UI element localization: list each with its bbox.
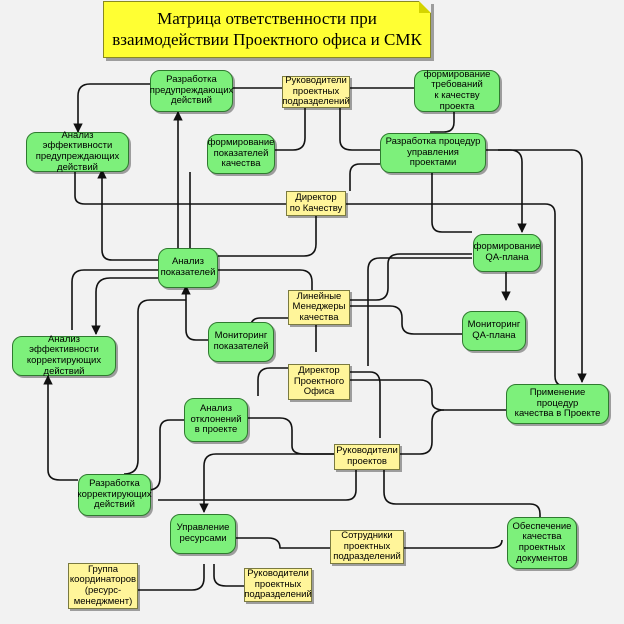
role-dept-heads-top[interactable]: Руководители проектных подразделений [282, 75, 350, 108]
connector [236, 537, 330, 549]
diagram-title-text: Матрица ответственности при взаимодейств… [112, 9, 422, 49]
role-dept-heads-bottom[interactable]: Руководители проектных подразделений [244, 568, 312, 602]
connector [367, 257, 472, 366]
connector [218, 216, 317, 257]
connector [43, 375, 78, 481]
page-fold-icon [419, 1, 431, 13]
connector [71, 269, 158, 330]
connector [498, 149, 587, 383]
connector [147, 419, 184, 491]
connector [400, 409, 445, 455]
connector [431, 172, 472, 233]
role-coordinators[interactable]: Группа координаторов (ресурс- менеджмент… [68, 563, 138, 609]
connector [136, 564, 205, 591]
connector [404, 539, 503, 549]
connector [213, 564, 244, 587]
role-po-director[interactable]: Директор Проектного Офиса [288, 364, 350, 400]
connector [383, 466, 541, 518]
connector [158, 466, 357, 501]
connector [248, 417, 334, 455]
connector [350, 305, 462, 335]
connector [97, 169, 158, 261]
connector [257, 367, 288, 396]
process-indicators-form[interactable]: формирование показателей качества [207, 134, 275, 174]
connector [218, 269, 313, 290]
connector [349, 163, 380, 191]
process-pm-proc-dev[interactable]: Разработка процедур управления проектами [380, 133, 486, 173]
process-prevent-eff[interactable]: Анализ эффективности предупреждающих дей… [26, 130, 129, 172]
process-corr-eff[interactable]: Анализ эффективности корректирующих дейс… [12, 334, 116, 376]
role-project-heads[interactable]: Руководители проектов [334, 444, 400, 470]
connector [430, 108, 455, 133]
connector [181, 285, 210, 341]
process-docs[interactable]: Обеспечение качества проектных документо… [507, 517, 577, 569]
connector [339, 108, 380, 151]
process-qa-monitor[interactable]: Мониторинг QA-плана [462, 311, 526, 351]
connector [350, 379, 506, 411]
connector [350, 371, 381, 438]
process-req-form[interactable]: формирование требований к качеству проек… [414, 69, 500, 112]
diagram-title: Матрица ответственности при взаимодейств… [103, 1, 431, 58]
connector [73, 83, 150, 133]
role-quality-director[interactable]: Директор по Качеству [286, 191, 346, 216]
process-ind-analysis[interactable]: Анализ показателей [158, 248, 218, 288]
connector [123, 299, 186, 475]
connector [266, 108, 306, 151]
process-qa-plan[interactable]: формирование QA-плана [473, 234, 541, 272]
connector [74, 172, 286, 205]
process-ind-monitor[interactable]: Мониторинг показателей [208, 322, 274, 362]
process-proc-apply[interactable]: Применение процедур качества в Проекте [506, 384, 609, 424]
role-line-managers[interactable]: Линейные Менеджеры качества [288, 290, 350, 325]
role-staff[interactable]: Сотрудники проектных подразделений [330, 530, 404, 564]
process-prevent-dev[interactable]: Разработка предупреждающих действий [150, 70, 233, 112]
connector [91, 277, 158, 335]
process-resources[interactable]: Управление ресурсами [170, 514, 236, 554]
connector [350, 253, 472, 301]
process-dev-analysis[interactable]: Анализ отклонений в проекте [184, 398, 248, 442]
process-corr-dev[interactable]: Разработка корректирующих действий [77, 474, 152, 516]
connector [199, 453, 340, 513]
